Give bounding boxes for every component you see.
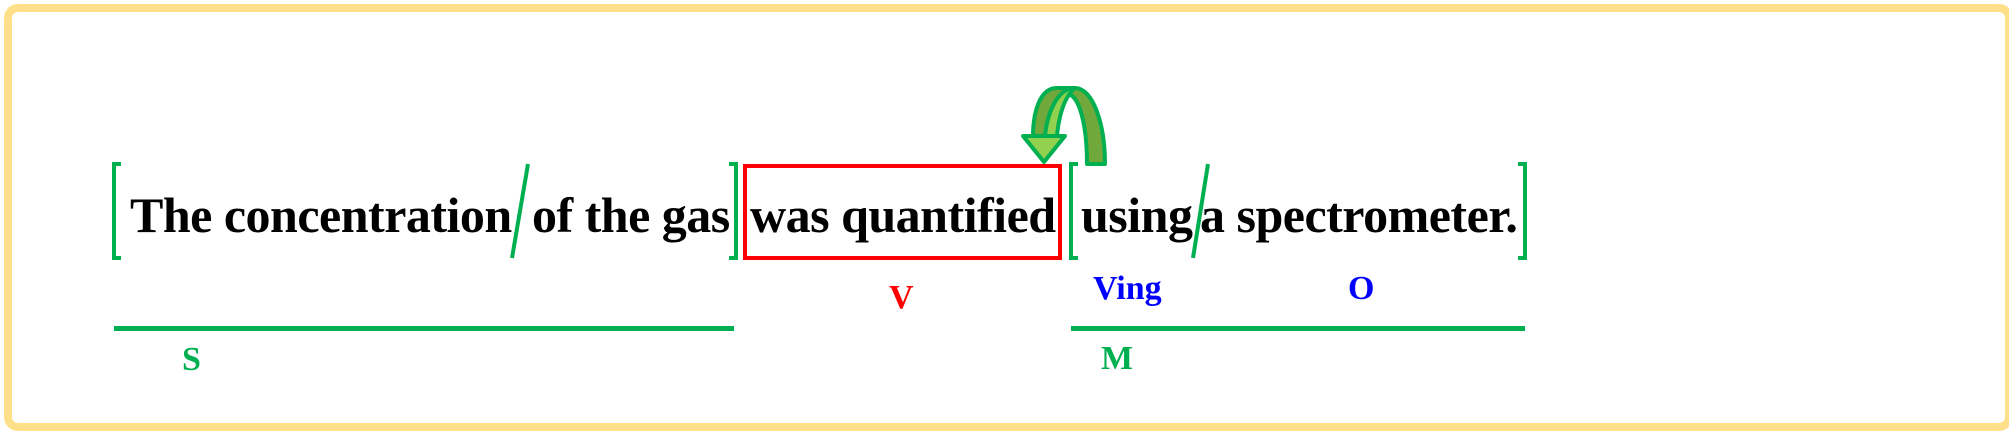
verb-box — [743, 164, 1062, 260]
subject-open-bracket — [112, 162, 121, 260]
diagram-frame — [4, 4, 2009, 431]
modifier-text-1: using — [1081, 187, 1193, 243]
modifier-slash — [1191, 163, 1210, 259]
verb-text: was quantified — [750, 187, 1056, 243]
object-label: O — [1348, 270, 1375, 307]
verb-label: V — [889, 279, 914, 316]
modifier-text-2: a spectrometer. — [1200, 187, 1518, 243]
subject-label: S — [182, 341, 201, 378]
curved-arrow-icon — [1021, 86, 1107, 166]
subject-text-2: of the gas — [532, 187, 730, 243]
subject-underline — [114, 326, 734, 331]
modifier-close-bracket — [1518, 162, 1527, 260]
modifier-underline — [1071, 326, 1525, 331]
subject-text-1: The concentration — [130, 187, 512, 243]
subject-close-bracket — [729, 162, 738, 260]
ving-label: Ving — [1093, 270, 1162, 307]
modifier-label: M — [1101, 340, 1134, 377]
modifier-open-bracket — [1069, 162, 1078, 260]
subject-slash — [510, 163, 530, 259]
